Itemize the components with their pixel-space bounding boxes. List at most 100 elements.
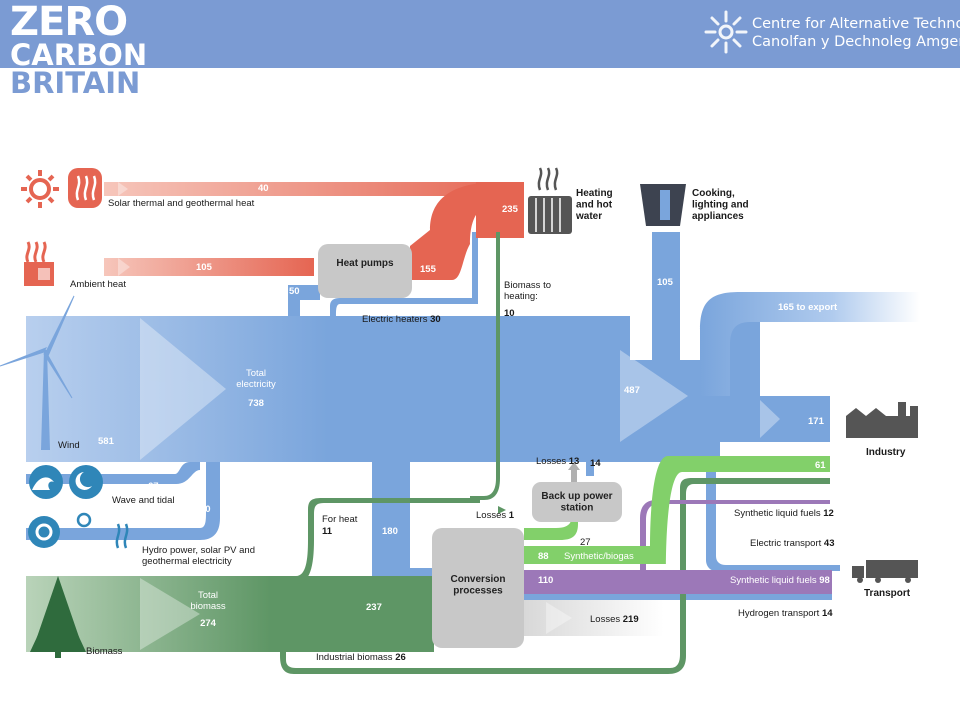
ambient-heat-label: Ambient heat [70,279,126,290]
losses-13-arrow-icon [568,462,580,484]
losses-1-label: Losses 1 [476,510,515,521]
geothermal-icon [68,168,102,208]
cat-logo-icon [704,10,748,54]
flow-chevrons [118,182,780,650]
heating-input-flow [476,182,524,238]
source-icons [0,168,129,658]
chevron-icon [546,602,572,634]
biomass-to-heating-flow [470,232,500,500]
hydrogen-transport-label: Hydrogen transport 14 [738,608,833,619]
backup-power-box [532,482,622,522]
losses-219-flow [524,600,664,636]
solar-thermal-label: Solar thermal and geothermal heat [108,198,255,209]
electricity-487-value: 487 [624,385,640,396]
chevron-icon [140,318,226,460]
destination-icons [528,167,918,583]
hydro-value: 90 [200,504,211,515]
flow-labels: 40 Solar thermal and geothermal heat 105… [58,183,838,663]
ambient-heat-flow [104,258,314,276]
industry-green-value: 61 [815,460,826,471]
backup-input-value: 27 [580,537,591,548]
losses-219-label: Losses 219 [590,614,639,625]
electric-heaters-label: Electric heaters 30 [362,314,441,325]
cooking-value: 105 [657,277,674,288]
backup-to-grid-flow [586,462,594,476]
total-electricity-value: 738 [248,398,264,409]
ambient-heat-value: 105 [196,262,213,273]
heat-pumps-box [318,244,412,298]
chevron-icon [140,578,200,650]
sun-icon [21,170,59,208]
synthetic-flows [524,456,832,636]
hydrogen-transport-flow [524,594,832,600]
for-heat-label: For heat [322,514,358,525]
losses-13-label: Losses 13 [536,456,579,467]
synthetic-110-value: 110 [538,575,553,586]
electricity-to-conversion-flow [372,462,432,584]
chevron-icon [118,258,130,276]
export-flow [700,292,920,400]
synthetic-liquid-98-label: Synthetic liquid fuels 98 [730,575,830,586]
wave-icon [29,465,103,499]
biomass-label: Biomass [86,646,123,657]
electric-transport-label: Electric transport 43 [750,538,835,549]
total-biomass-value: 274 [200,618,217,629]
electricity-to-cooking-flow [630,232,680,370]
logo-word-britain: BRITAIN [10,66,141,101]
cat-logo: Centre for Alternative Technology Canolf… [704,10,960,59]
loss-arrows [498,462,580,514]
wind-value: 581 [98,436,115,447]
biomass-237-value: 237 [366,602,382,613]
losses-1-arrow-icon [498,506,506,514]
zero-carbon-britain-logo: ZERO CARBON BRITAIN [10,0,148,101]
tree-icon [30,576,86,658]
synthetic-liquid-98-flow [524,570,832,594]
wind-turbine-icon [0,295,75,450]
transport-label: Transport [864,588,911,599]
wave-value: 67 [148,481,159,492]
heat-pumps-label: Heat pumps [336,258,394,269]
export-label: 165 to export [778,302,838,313]
backup-output-value: 14 [590,458,601,469]
truck-icon [852,560,918,583]
syngas-value: 88 [538,551,549,562]
logo-word-zero: ZERO [10,0,128,45]
wave-label: Wave and tidal [112,495,175,506]
org-name-welsh: Canolfan y Dechnoleg Amgen [752,34,960,50]
heat-pump-output-value: 155 [420,264,437,275]
electricity-flows [26,232,920,600]
backup-feed-flow [524,512,578,540]
industrial-biomass-label: Industrial biomass 26 [316,652,406,663]
heating-input-value: 235 [502,204,519,215]
measuring-jug-icon [640,184,686,226]
chevron-icon [620,350,688,442]
hydro-solar-icon [28,512,129,549]
industry-label: Industry [866,447,906,458]
electricity-to-industry-flow [700,396,830,442]
syngas-label: Synthetic/biogas [564,551,634,562]
synthetic-biogas-flow [524,456,830,564]
solar-thermal-flow [104,182,524,196]
electric-heaters-flow [330,232,478,316]
biomass-heating-value: 10 [504,308,515,319]
biomass-flows [26,232,830,674]
for-heat-flow [296,498,480,584]
total-electricity-band [26,316,630,462]
industry-electricity-value: 171 [808,416,825,427]
solar-thermal-value: 40 [258,183,269,194]
logo-word-carbon: CARBON [10,38,148,72]
synthetic-liquid-12-label: Synthetic liquid fuels 12 [734,508,834,519]
ambient-heat-icon [24,241,54,286]
chevron-icon [118,182,128,196]
